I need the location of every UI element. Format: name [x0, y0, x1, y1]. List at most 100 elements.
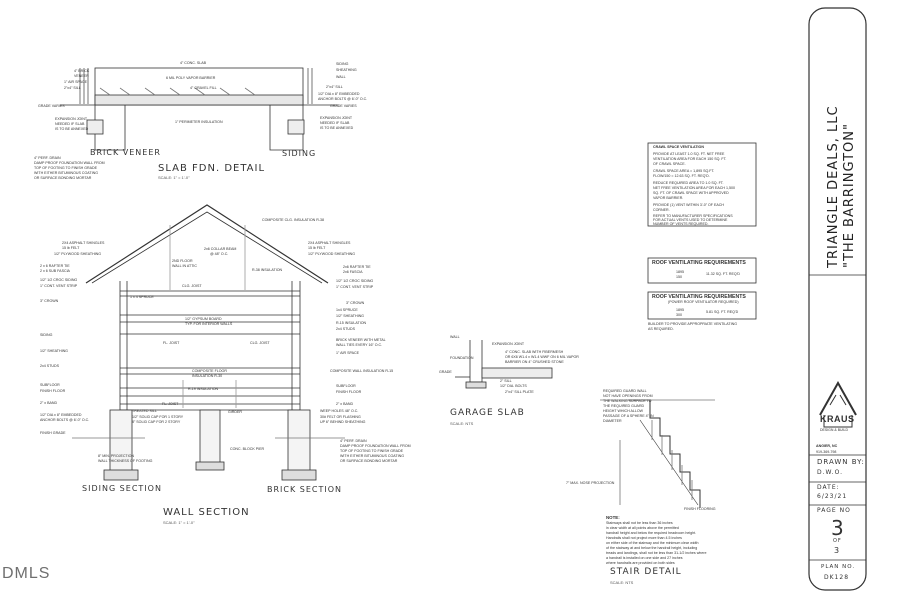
slab-label-right-8: EXPANSION JOINT	[320, 116, 353, 120]
wall-right-7: 1" CONT. VENT STRIP	[336, 285, 374, 289]
crawl-heading: CRAWL SPACE VENTILATION	[653, 145, 704, 149]
roof2-num: 1895	[676, 308, 684, 312]
wall-left-18: FINISH GRADE	[40, 431, 66, 435]
slab-label-left-3: 1" AIR SPACE	[64, 80, 87, 84]
logo-sub: DESIGN & BUILD	[820, 428, 849, 432]
address-line-1: ANGIER, NC	[816, 444, 838, 448]
wall-right-2: 15 lb FELT	[308, 246, 326, 250]
dmls-watermark: DMLS	[2, 565, 51, 582]
slab-label-left-2: VENEER	[74, 74, 89, 78]
slab-footer-1: 4" PERF. DRAIN	[34, 156, 61, 160]
roof1-heading: ROOF VENTILATING REQUIREMENTS	[652, 260, 746, 266]
stair-note-4: Handrails shall not project more than 4.…	[606, 536, 682, 540]
stair-note-7: treads and landings, shall not be less t…	[606, 551, 707, 555]
slab-label-center-1: 4" CONC. SLAB	[180, 61, 207, 65]
wall-right-9: 1x4 SPRUCE	[336, 308, 358, 312]
page-no-value: 3	[831, 516, 845, 540]
wall-center-14: R-19 INSULATION	[188, 387, 219, 391]
wall-right-22: UP 6" BEHIND SHEATHING	[320, 420, 366, 424]
slab-label-right-4: 2"x4" SILL	[326, 85, 343, 89]
wall-left-2: 15 lb FELT	[62, 246, 80, 250]
slab-footer-2: DAMP PROOF FOUNDATION WALL FROM	[34, 161, 105, 165]
wall-left-10: SIDING	[40, 333, 53, 337]
roof2-den: 300	[676, 313, 682, 317]
stair-note-6: of the stairway at and below the handrai…	[606, 546, 698, 550]
wall-center-1: COMPOSITE CLG. INSULATION R-38	[262, 218, 325, 222]
wall-right-8: 3" CROWN	[346, 301, 365, 305]
wall-left-1: 2X4 ASPHALT SHINGLES	[62, 241, 105, 245]
stair-label-8: 7" MAX. NOSE PROJECTION	[566, 481, 615, 485]
siding-section-title: SIDING SECTION	[82, 484, 162, 493]
wall-center-12: COMPOSITE FLOOR	[192, 369, 227, 373]
wall-left-17: ANCHOR BOLTS @ 6'-0" O.C.	[40, 418, 90, 422]
stair-label-4: THE REQUIRED GUARD	[603, 404, 645, 408]
slab-scale: SCALE: 1" = 1'-0"	[158, 175, 190, 180]
drawn-by-label: DRAWN BY:	[817, 458, 865, 466]
garage-label-9: 1/2" DIA. BOLTS	[500, 384, 527, 388]
slab-label-right-2: SHEATHING	[336, 68, 357, 72]
slab-label-center-4: 1" PERIMETER INSULATION	[175, 120, 223, 124]
wall-right-23: 4" PERF. DRAIN	[340, 439, 367, 443]
stair-note-9: where handrails are provided on both sid…	[606, 561, 675, 565]
wall-left-16: 1/2" DIA x 8" EMBEDDED	[40, 413, 82, 417]
garage-label-10: 2"x4" SILL PLATE	[505, 390, 534, 394]
slab-label-left-4: 2"x4" SILL	[64, 86, 81, 90]
stair-label-1: REQUIRED GUARD WALL	[603, 389, 647, 393]
wall-center-20: CONC. BLOCK PIER	[230, 447, 265, 451]
wall-left-15: 2" x BAND	[40, 401, 58, 405]
wall-right-16: COMPOSITE WALL INSULATION R-15	[330, 369, 394, 373]
roof1-result: 11.32 SQ. FT. REQ'D	[706, 272, 740, 276]
project-name: "THE BARRINGTON"	[842, 123, 857, 268]
wall-right-15: 1" AIR SPACE	[336, 351, 359, 355]
crawl-line-8: SQ. FT. OF CRAWL SPACE WITH APPROVED	[653, 191, 729, 195]
stair-detail-title: STAIR DETAIL	[610, 567, 682, 577]
crawl-line-10: PROVIDE (1) VENT WITHIN 3'-0" OF EACH	[653, 203, 724, 207]
wall-right-14: WALL TIES EVERY 16" O.C.	[336, 343, 383, 347]
slab-label-right-10: IS TO BE ANNEXED	[320, 126, 354, 130]
stair-label-5: HEIGHT WHICH ALLOW	[603, 409, 644, 413]
roof-vent-box-2	[647, 291, 757, 320]
stair-label-3: THE WALKING SURFACE TO	[603, 399, 652, 403]
stair-note-1: Stairways shall not be less than 36 inch…	[606, 521, 673, 525]
brick-section-title: BRICK SECTION	[267, 485, 343, 494]
garage-label-4: EXPANSION JOINT	[492, 342, 525, 346]
garage-label-8: 2" SILL	[500, 379, 512, 383]
wall-right-11: R-15 INSULATION	[336, 321, 367, 325]
roof1-num: 1895	[676, 270, 684, 274]
slab-label-left-5: GRADE VARIES	[38, 104, 65, 108]
slab-label-right-1: SIDING	[336, 62, 349, 66]
wall-center-18: 8" SOLID CAP FOR 2 STORY	[132, 420, 181, 424]
crawl-line-13: FOR ACTUAL VENTS USED TO DETERMINE	[653, 218, 728, 222]
wall-section-drawing	[72, 204, 345, 481]
wall-scale: SCALE: 1" = 1'-0"	[163, 520, 195, 525]
wall-right-12: 2x4 STUDS	[336, 327, 355, 331]
wall-center-16: TREATED SILL	[132, 409, 157, 413]
wall-right-19: 2" x BAND	[336, 402, 354, 406]
plan-no-label: PLAN NO.	[821, 564, 856, 570]
company-name: TRIANGLE DEALS, LLC	[826, 105, 841, 268]
wall-right-13: BRICK VENEER WITH METAL	[336, 338, 386, 342]
drawn-by-value: D.W.O.	[817, 469, 844, 476]
slab-label-center-3: 4" GRAVEL FILL	[190, 86, 217, 90]
crawl-line-9: VAPOR BARRIER.	[653, 196, 684, 200]
wall-center-2: 2x6 COLLAR BEAM	[204, 247, 237, 251]
address-line-2: 919-369-798	[816, 450, 837, 454]
roof-vent-box-1	[647, 257, 757, 284]
garage-label-1: WALL	[450, 335, 460, 339]
wall-right-3: 1/2" PLYWOOD SHEATHING	[308, 252, 356, 256]
wall-left-11: 1/2" SHEATHING	[40, 349, 68, 353]
wall-right-4: 2x6 RAFTER TIE	[343, 265, 371, 269]
wall-right-24: DAMP PROOF FOUNDATION WALL FROM	[340, 444, 411, 448]
logo-text: KRAUS	[820, 414, 855, 424]
wall-right-26: WITH EITHER BITUMINOUS COATING	[340, 454, 405, 458]
page-no-label: PAGE NO	[817, 507, 851, 514]
slab-footer-5: OR SURFACE BONDING MORTAR	[34, 176, 92, 180]
wall-center-13: INSULATION R-30	[192, 374, 223, 378]
siding-title: SIDING	[282, 149, 317, 158]
wall-left-4: 2 x 6 RAFTER TIE	[40, 264, 70, 268]
slab-label-center-2: 6 MIL POLY VAPOR BARRIER	[166, 76, 216, 80]
wall-right-18: FINISH FLOOR	[336, 390, 362, 394]
slab-label-right-7: GRADE VARIES	[330, 104, 357, 108]
wall-section-title: WALL SECTION	[163, 507, 250, 518]
